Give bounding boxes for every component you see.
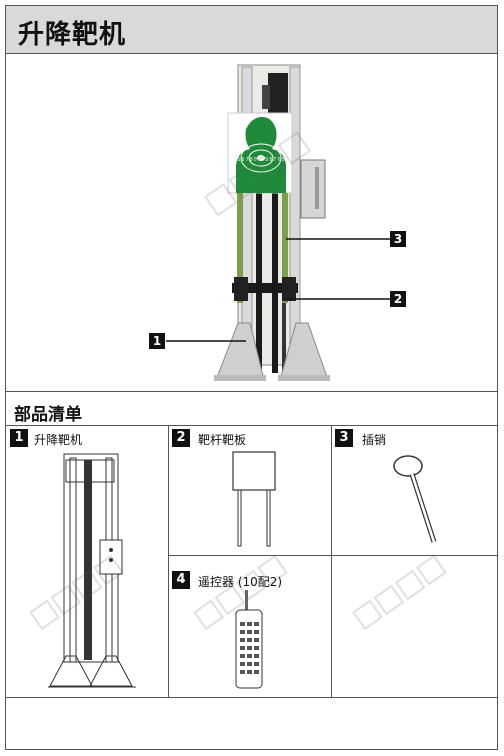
part-3-number: 3 (335, 429, 353, 447)
target-lifter-drawing: 5 6 7 8 9 10 9 8 7 6 5 (166, 64, 390, 381)
hero-illustration: 5 6 7 8 9 10 9 8 7 6 5 3 2 1 (6, 55, 497, 391)
parts-list-title: 部品清单 (14, 405, 82, 425)
page-frame (5, 5, 498, 750)
callout-2: 2 (390, 291, 406, 307)
grid-line-mid (168, 555, 497, 556)
target-score-numbers: 5 6 7 8 9 10 9 8 7 6 5 (237, 157, 284, 163)
part-1-number: 1 (10, 429, 28, 447)
part-4-label: 遥控器 (10配2) (198, 575, 283, 589)
part-4-number: 4 (172, 571, 190, 589)
section-divider (6, 391, 497, 392)
page-title: 升降靶机 (18, 20, 127, 50)
grid-line-v2 (331, 425, 332, 697)
part-2-drawing (232, 451, 276, 547)
part-3-label: 插销 (362, 433, 387, 447)
grid-line-top (6, 425, 497, 426)
callout-3: 3 (390, 231, 406, 247)
title-bar: 升降靶机 (6, 6, 497, 54)
part-3-drawing (393, 455, 437, 543)
grid-line-bottom (6, 697, 497, 698)
callout-1: 1 (149, 333, 165, 349)
part-2-label: 靶杆靶板 (198, 433, 247, 447)
grid-line-v1 (168, 425, 169, 697)
part-1-drawing (48, 453, 136, 688)
part-2-number: 2 (172, 429, 190, 447)
part-1-label: 升降靶机 (34, 433, 83, 447)
part-4-drawing (235, 590, 263, 689)
